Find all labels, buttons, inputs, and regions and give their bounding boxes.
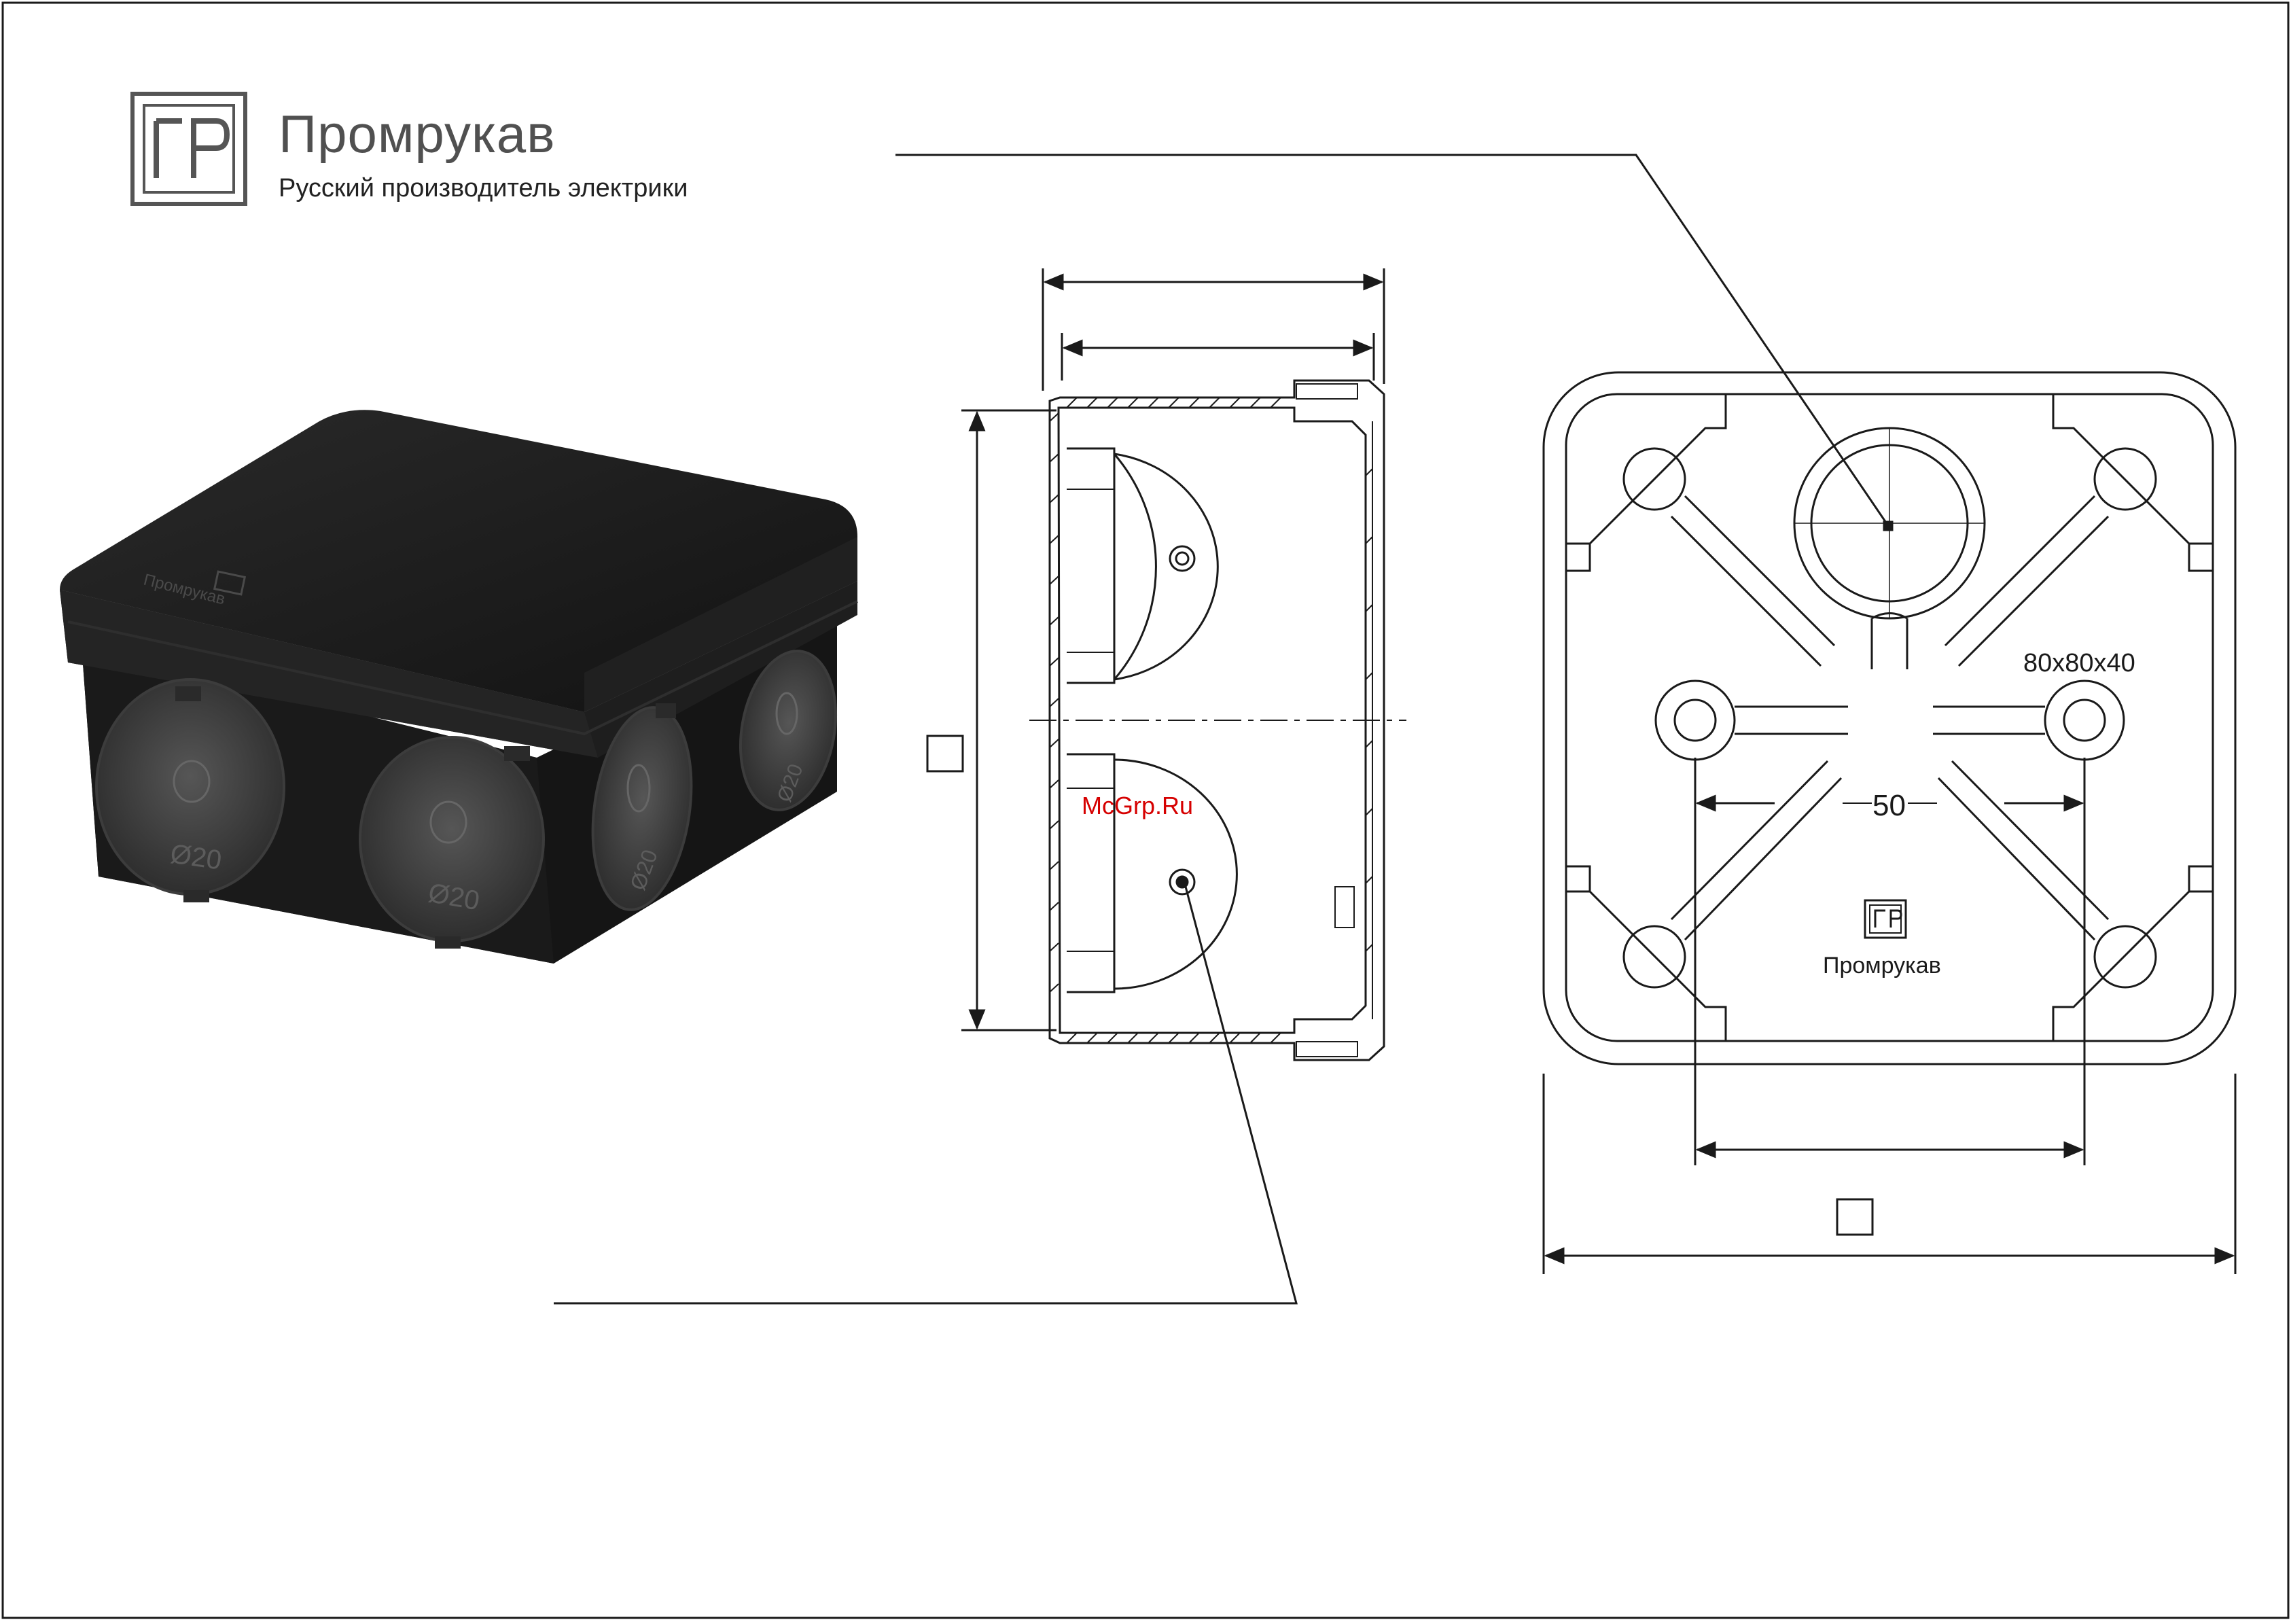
logo-emblem bbox=[132, 94, 245, 204]
size-label: 80x80x40 bbox=[2023, 649, 2135, 677]
bottom-view bbox=[1544, 372, 2235, 1274]
section-view bbox=[927, 268, 1406, 1060]
embossed-brand-text: Промрукав bbox=[1823, 953, 1941, 978]
mount-spacing-label: 50 bbox=[1872, 789, 1906, 822]
brand-name: Промрукав bbox=[279, 107, 556, 160]
brand-tagline: Русский производитель электрики bbox=[279, 175, 688, 201]
junction-box-render: Промрукав Ø20 Ø20 Ø20 Ø20 bbox=[60, 410, 857, 964]
watermark: McGrp.Ru bbox=[1082, 794, 1193, 818]
